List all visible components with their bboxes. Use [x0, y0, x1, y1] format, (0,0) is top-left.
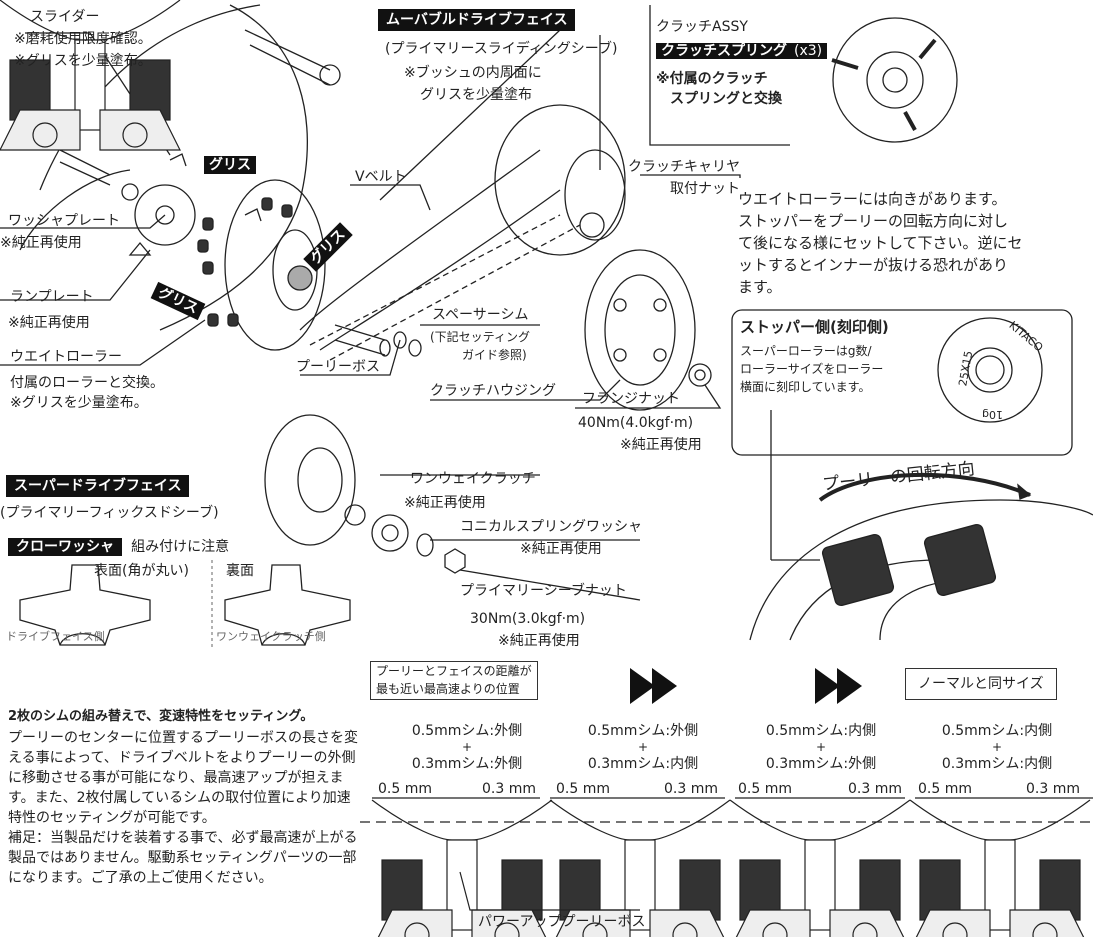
stopper-title: ストッパー側(刻印側)	[740, 318, 889, 336]
super-drive-face-title: スーパードライブフェイス	[6, 475, 190, 497]
setting-box-left-line: 最も近い最高速よりの位置	[376, 682, 520, 696]
setting-box-right: ノーマルと同サイズ	[905, 668, 1057, 700]
one-way-clutch-note: ※純正再使用	[404, 495, 486, 511]
clutch-housing-label: クラッチハウジング	[430, 383, 556, 399]
setting-body: プーリーのセンターに位置するプーリーボスの長さを変える事によって、ドライブベルト…	[8, 730, 358, 826]
primary-nut-torque: 30Nm(3.0kgf·m)	[470, 611, 586, 627]
roller-info-line: ストッパーをプーリーの回転方向に対し	[738, 212, 1009, 230]
movable-face-note: グリスを少量塗布	[420, 87, 532, 103]
config-a: 0.5mmシム:内側	[765, 723, 877, 739]
flange-nut-torque: 40Nm(4.0kgf·m)	[578, 415, 694, 431]
config-b: 0.3mmシム:内側	[587, 756, 699, 772]
conical-washer-note: ※純正再使用	[520, 541, 602, 557]
config-4: 0.5mmシム:内側 + 0.3mmシム:内側	[922, 722, 1072, 773]
config-a: 0.5mmシム:内側	[941, 723, 1053, 739]
vbelt-label: Vベルト	[355, 169, 407, 185]
config-plus: +	[991, 740, 1003, 754]
dim-05: 0.5 mm	[556, 781, 610, 797]
grease-tag: グリス	[204, 156, 256, 174]
clutch-carrier-label: 取付ナット	[670, 181, 740, 197]
config-b: 0.3mmシム:外側	[765, 756, 877, 772]
weight-roller-note: 付属のローラーと交換。	[10, 375, 164, 391]
dim-03: 0.3 mm	[482, 781, 536, 797]
dim-03: 0.3 mm	[848, 781, 902, 797]
weight-roller-title: ウエイトローラー	[10, 349, 122, 365]
ramp-plate-title: ランプレート	[10, 289, 94, 305]
roller-info-line: て後になる様にセットして下さい。逆にセ	[738, 234, 1023, 252]
washer-plate-title: ワッシャプレート	[8, 213, 120, 229]
weight-roller-note: ※グリスを少量塗布。	[10, 395, 148, 411]
setting-box-left: プーリーとフェイスの距離が 最も近い最高速よりの位置	[370, 661, 538, 700]
config-plus: +	[461, 740, 473, 754]
config-a: 0.5mmシム:外側	[411, 723, 523, 739]
roller-info-line: ットするとインナーが抜ける恐れがあり	[738, 256, 1009, 274]
config-plus: +	[637, 740, 649, 754]
slider-note: ※グリスを少量塗布。	[14, 53, 152, 69]
setting-note: 補足：当製品だけを装着する事で、必ず最高速が上がる製品ではありません。駆動系セッ…	[8, 830, 358, 886]
dim-03: 0.3 mm	[1026, 781, 1080, 797]
config-b: 0.3mmシム:外側	[411, 756, 523, 772]
spacer-shim-note: ガイド参照)	[462, 348, 527, 362]
slider-title: スライダー	[30, 9, 100, 25]
roller-info-line: ます。	[738, 278, 782, 296]
dim-03: 0.3 mm	[664, 781, 718, 797]
claw-washer-heading: クローワッシャ 組み付けに注意	[8, 536, 229, 557]
clutch-carrier-label: クラッチキャリヤ	[628, 159, 740, 175]
config-3: 0.5mmシム:内側 + 0.3mmシム:外側	[746, 722, 896, 773]
claw-back-side: ワンウェイクラッチ側	[216, 630, 326, 643]
roller-weight-mark: 10g	[982, 408, 1003, 421]
clutch-assy-note: ※付属のクラッチ	[656, 71, 768, 87]
dim-05: 0.5 mm	[918, 781, 972, 797]
super-drive-face-sub: (プライマリーフィックスドシーブ)	[0, 505, 219, 521]
dim-05: 0.5 mm	[378, 781, 432, 797]
movable-face-sub: (プライマリースライディングシーブ)	[385, 41, 618, 57]
clutch-spring-count: (x3)	[792, 43, 828, 59]
setting-box-right-text: ノーマルと同サイズ	[918, 676, 1044, 692]
stopper-line: スーパーローラーはg数/	[740, 344, 872, 358]
claw-front-label: 表面(角が丸い)	[94, 563, 189, 579]
setting-heading: 2枚のシムの組み替えで、変速特性をセッティング。	[8, 709, 314, 724]
setting-box-left-line: プーリーとフェイスの距離が	[376, 664, 532, 678]
clutch-spring-label: クラッチスプリング(x3)	[656, 40, 828, 60]
primary-nut-note: ※純正再使用	[498, 633, 580, 649]
claw-washer-note: 組み付けに注意	[131, 539, 230, 555]
conical-washer-title: コニカルスプリングワッシャ	[460, 519, 642, 535]
stopper-line: 横面に刻印しています。	[740, 380, 871, 394]
clutch-assy-note: スプリングと交換	[670, 91, 782, 107]
movable-face-note: ※ブッシュの内周面に	[404, 65, 542, 81]
power-up-boss-label: パワーアッププーリーボス	[478, 914, 646, 930]
config-b: 0.3mmシム:内側	[941, 756, 1053, 772]
slider-note: ※磨耗使用限度確認。	[14, 31, 152, 47]
one-way-clutch-title: ワンウェイクラッチ	[410, 471, 536, 487]
claw-back-label: 裏面	[226, 563, 254, 579]
claw-washer-title: クローワッシャ	[8, 538, 122, 556]
clutch-assy-title: クラッチASSY	[656, 19, 748, 35]
ramp-plate-note: ※純正再使用	[8, 315, 90, 331]
flange-nut-title: フランジナット	[582, 391, 680, 407]
config-2: 0.5mmシム:外側 + 0.3mmシム:内側	[568, 722, 718, 773]
pulley-boss-label: プーリーボス	[296, 359, 380, 375]
movable-face-title: ムーバブルドライブフェイス	[378, 9, 576, 31]
roller-info-line: ウエイトローラーには向きがあります。	[738, 190, 1007, 208]
flange-nut-note: ※純正再使用	[620, 437, 702, 453]
config-1: 0.5mmシム:外側 + 0.3mmシム:外側	[392, 722, 542, 773]
clutch-spring-name: クラッチスプリング	[656, 43, 792, 59]
primary-nut-title: プライマリーシーブナット	[460, 583, 627, 599]
stopper-line: ローラーサイズをローラー	[740, 362, 884, 376]
spacer-shim-title: スペーサーシム	[432, 307, 529, 323]
claw-front-side: ドライブフェイス側	[6, 630, 105, 643]
dim-05: 0.5 mm	[738, 781, 792, 797]
washer-plate-note: ※純正再使用	[0, 235, 82, 251]
config-a: 0.5mmシム:外側	[587, 723, 699, 739]
config-plus: +	[815, 740, 827, 754]
spacer-shim-note: (下記セッティング	[430, 330, 530, 344]
